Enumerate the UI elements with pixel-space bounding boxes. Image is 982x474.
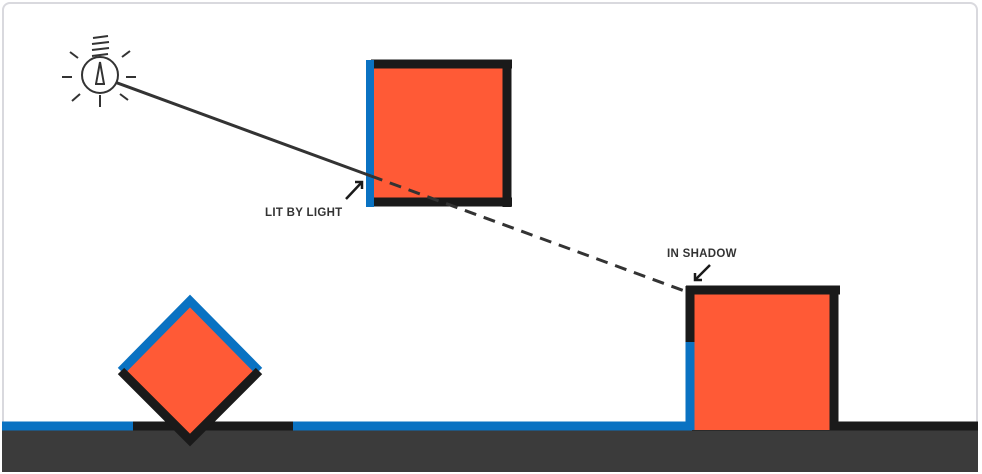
diamond-lit-edges xyxy=(117,294,263,375)
light-ray xyxy=(100,75,372,178)
shadow-pointer-arrow xyxy=(693,264,711,282)
in-shadow-label: IN SHADOW xyxy=(667,248,737,260)
ground xyxy=(2,430,978,472)
ground-block xyxy=(685,285,840,430)
lit-by-light-label: LIT BY LIGHT xyxy=(265,207,343,219)
diamond-block xyxy=(117,294,263,447)
shadow-ray xyxy=(370,174,691,295)
diamond-shadow-edges xyxy=(117,367,263,447)
floating-block xyxy=(366,59,512,207)
light-bulb-icon xyxy=(62,35,136,107)
lit-pointer-arrow xyxy=(345,180,364,200)
